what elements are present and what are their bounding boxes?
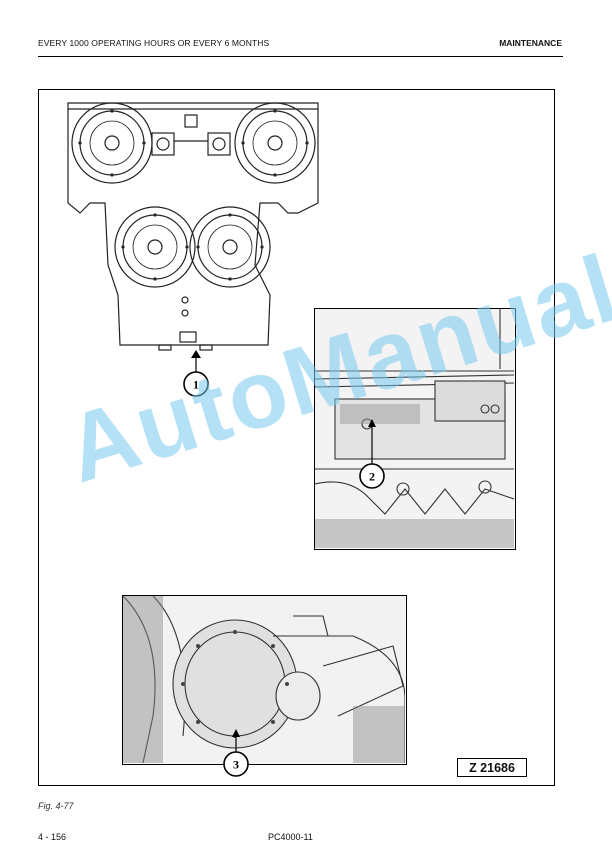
gearbox-drawing xyxy=(67,102,319,351)
callout-1-label: 1 xyxy=(193,378,199,392)
callout-3-label: 3 xyxy=(233,758,239,772)
callout-1: 1 xyxy=(183,350,209,397)
callout-2: 2 xyxy=(359,419,385,489)
photo-2-drawing xyxy=(315,309,515,548)
figure-frame xyxy=(38,89,555,786)
callout-3: 3 xyxy=(223,729,249,777)
photo-detail-2 xyxy=(314,308,516,550)
photo-3-drawing xyxy=(123,596,406,764)
page-number: 4 - 156 xyxy=(38,832,67,842)
model-name: PC4000-11 xyxy=(268,832,313,842)
section-title: EVERY 1000 OPERATING HOURS OR EVERY 6 MO… xyxy=(38,38,270,48)
figure-reference-code: Z 21686 xyxy=(457,758,527,777)
callout-2-label: 2 xyxy=(369,470,375,484)
photo-detail-3 xyxy=(122,595,407,765)
header-divider xyxy=(38,56,563,57)
figure-caption: Fig. 4-77 xyxy=(38,801,74,811)
chapter-title: MAINTENANCE xyxy=(499,38,562,48)
